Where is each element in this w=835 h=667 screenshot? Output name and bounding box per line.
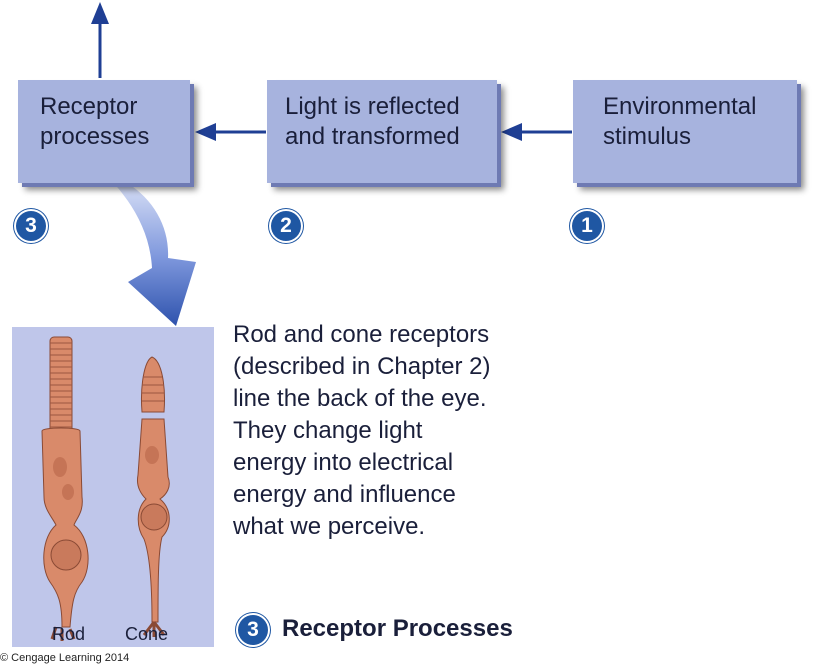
description-text: Rod and cone receptors (described in Cha… — [233, 319, 563, 543]
caption-title: Receptor Processes — [282, 615, 513, 642]
arrow-1-to-2-head — [501, 123, 522, 141]
step-1-badge: 1 — [570, 209, 604, 243]
description-line-5: energy into electrical — [233, 449, 454, 476]
zoom-curved-arrow — [103, 172, 196, 326]
step-box-environmental-stimulus: Environmental stimulus — [573, 80, 797, 183]
description-line-6: energy and influence — [233, 481, 456, 508]
step-1-line-2: stimulus — [603, 123, 692, 150]
step-2-badge: 2 — [269, 209, 303, 243]
step-2-line-1: Light is reflected — [285, 93, 460, 120]
up-arrow-head — [91, 2, 109, 24]
description-line-1: Rod and cone receptors — [233, 321, 490, 348]
step-1-line-1: Environmental — [603, 93, 757, 120]
step-3-line-2: processes — [40, 123, 150, 150]
copyright-notice: © Cengage Learning 2014 — [0, 652, 130, 664]
cone-cell-drawing — [137, 356, 170, 637]
cone-label: Cone — [125, 624, 169, 644]
step-3-badge: 3 — [14, 209, 48, 243]
description-line-4: They change light — [233, 417, 423, 444]
step-box-light-reflected: Light is reflected and transformed — [267, 80, 497, 183]
step-3-line-1: Receptor — [40, 93, 138, 120]
rod-label: Rod — [52, 624, 86, 644]
step-box-receptor-processes: Receptor processes — [18, 80, 190, 183]
description-line-2: (described in Chapter 2) — [233, 353, 491, 380]
receptor-illustration-panel: Rod Cone — [12, 327, 214, 647]
step-2-line-2: and transformed — [285, 123, 460, 150]
description-line-3: line the back of the eye. — [233, 385, 487, 412]
arrow-2-to-3-head — [195, 123, 216, 141]
rod-cone-illustration — [41, 336, 170, 641]
rod-cell-drawing — [41, 336, 89, 641]
description-line-7: what we perceive. — [233, 513, 426, 540]
caption-badge: 3 — [236, 613, 270, 647]
